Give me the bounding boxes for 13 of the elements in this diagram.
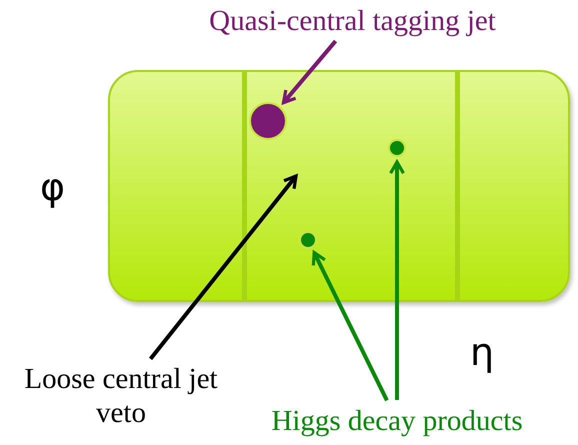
callout-label: Loose central jet veto: [15, 362, 227, 430]
particle-dot: [388, 139, 406, 157]
leader-arrow: [148, 174, 298, 360]
leader-arrow: [282, 40, 338, 104]
callout-label: Quasi-central tagging jet: [160, 4, 545, 38]
leader-arrow: [389, 160, 405, 400]
axis-label: η: [470, 330, 494, 374]
particle-dot: [299, 231, 317, 249]
jet-dot: [249, 102, 287, 140]
detector-plane: [108, 70, 570, 302]
axis-label: φ: [40, 165, 66, 209]
callout-label: Higgs decay products: [232, 404, 562, 438]
leader-arrow: [312, 250, 389, 402]
